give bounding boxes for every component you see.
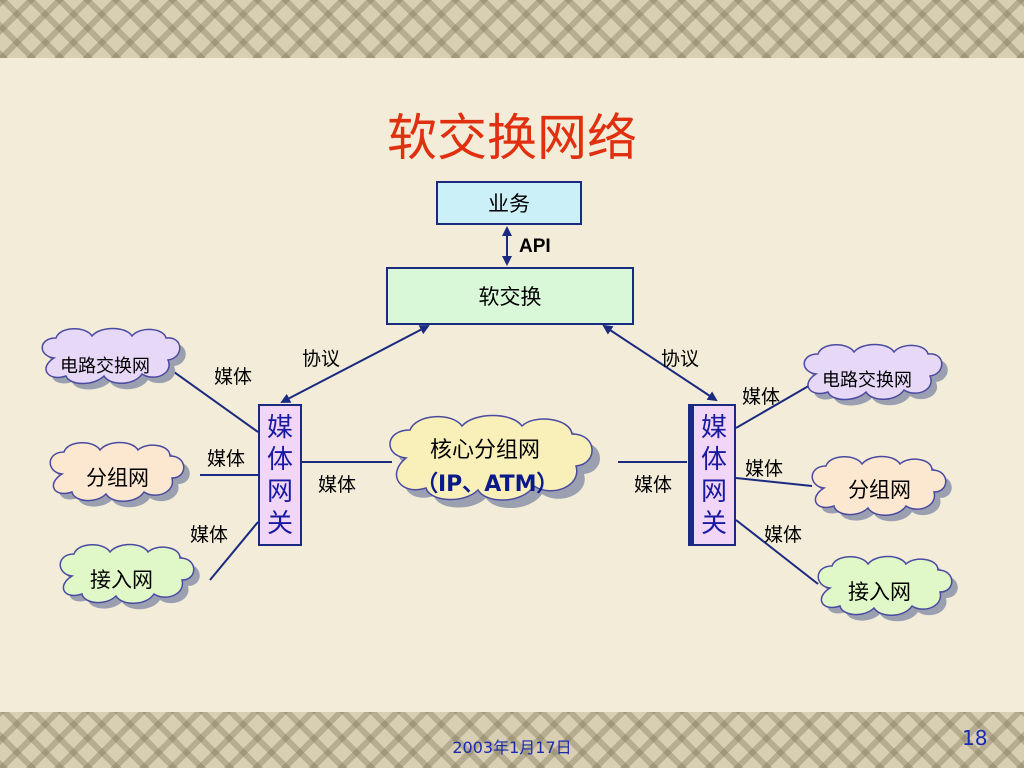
cloud-left-access <box>59 543 200 610</box>
protocol-arrow-right <box>602 324 718 402</box>
link-right-packet <box>735 477 813 487</box>
core-network-protocols: （IP、ATM） <box>416 472 559 497</box>
left-access-network-label: 接入网 <box>90 568 153 592</box>
business-box: 业务 <box>436 181 582 225</box>
link-right-circuit <box>735 383 813 429</box>
right-circuit-network-label: 电路交换网 <box>822 370 912 391</box>
cloud-right-circuit <box>803 343 948 406</box>
cloud-left-packet <box>49 441 190 508</box>
right-access-network-label: 接入网 <box>848 580 911 604</box>
link-left-access <box>209 521 259 581</box>
business-label: 业务 <box>488 192 530 216</box>
api-label: API <box>519 236 551 257</box>
bottom-decorative-border <box>0 712 1024 768</box>
protocol-arrow-left <box>280 325 430 403</box>
softswitch-label: 软交换 <box>478 285 542 309</box>
cloud-core-network <box>389 414 601 509</box>
left-circuit-network-label: 电路交换网 <box>60 356 150 377</box>
media-gateway-left: 媒 体 网 关 <box>258 404 302 546</box>
media-label-right-core: 媒体 <box>634 474 673 496</box>
link-left-circuit <box>159 361 259 433</box>
top-decorative-border <box>0 0 1024 58</box>
cloud-right-packet <box>811 455 952 522</box>
left-packet-network-label: 分组网 <box>86 466 149 490</box>
media-label-right-circuit: 媒体 <box>742 386 781 408</box>
page-number: 18 <box>962 726 988 750</box>
protocol-label-left: 协议 <box>302 348 341 370</box>
softswitch-box: 软交换 <box>386 267 634 325</box>
cloud-left-circuit <box>41 327 186 390</box>
footer-date: 2003年1月17日 <box>452 738 572 757</box>
right-packet-network-label: 分组网 <box>848 478 911 502</box>
slide-title: 软交换网络 <box>387 109 637 167</box>
cloud-right-access <box>817 555 958 622</box>
media-label-left-core: 媒体 <box>318 474 357 496</box>
link-right-access <box>735 519 819 585</box>
media-label-right-packet: 媒体 <box>745 458 784 480</box>
media-label-right-access: 媒体 <box>764 524 803 546</box>
core-network-label: 核心分组网 <box>430 438 541 463</box>
protocol-label-right: 协议 <box>661 348 700 370</box>
media-label-left-circuit: 媒体 <box>214 366 253 388</box>
media-gateway-right: 媒 体 网 关 <box>692 404 736 546</box>
media-label-left-access: 媒体 <box>190 524 229 546</box>
media-label-left-packet: 媒体 <box>207 448 246 470</box>
